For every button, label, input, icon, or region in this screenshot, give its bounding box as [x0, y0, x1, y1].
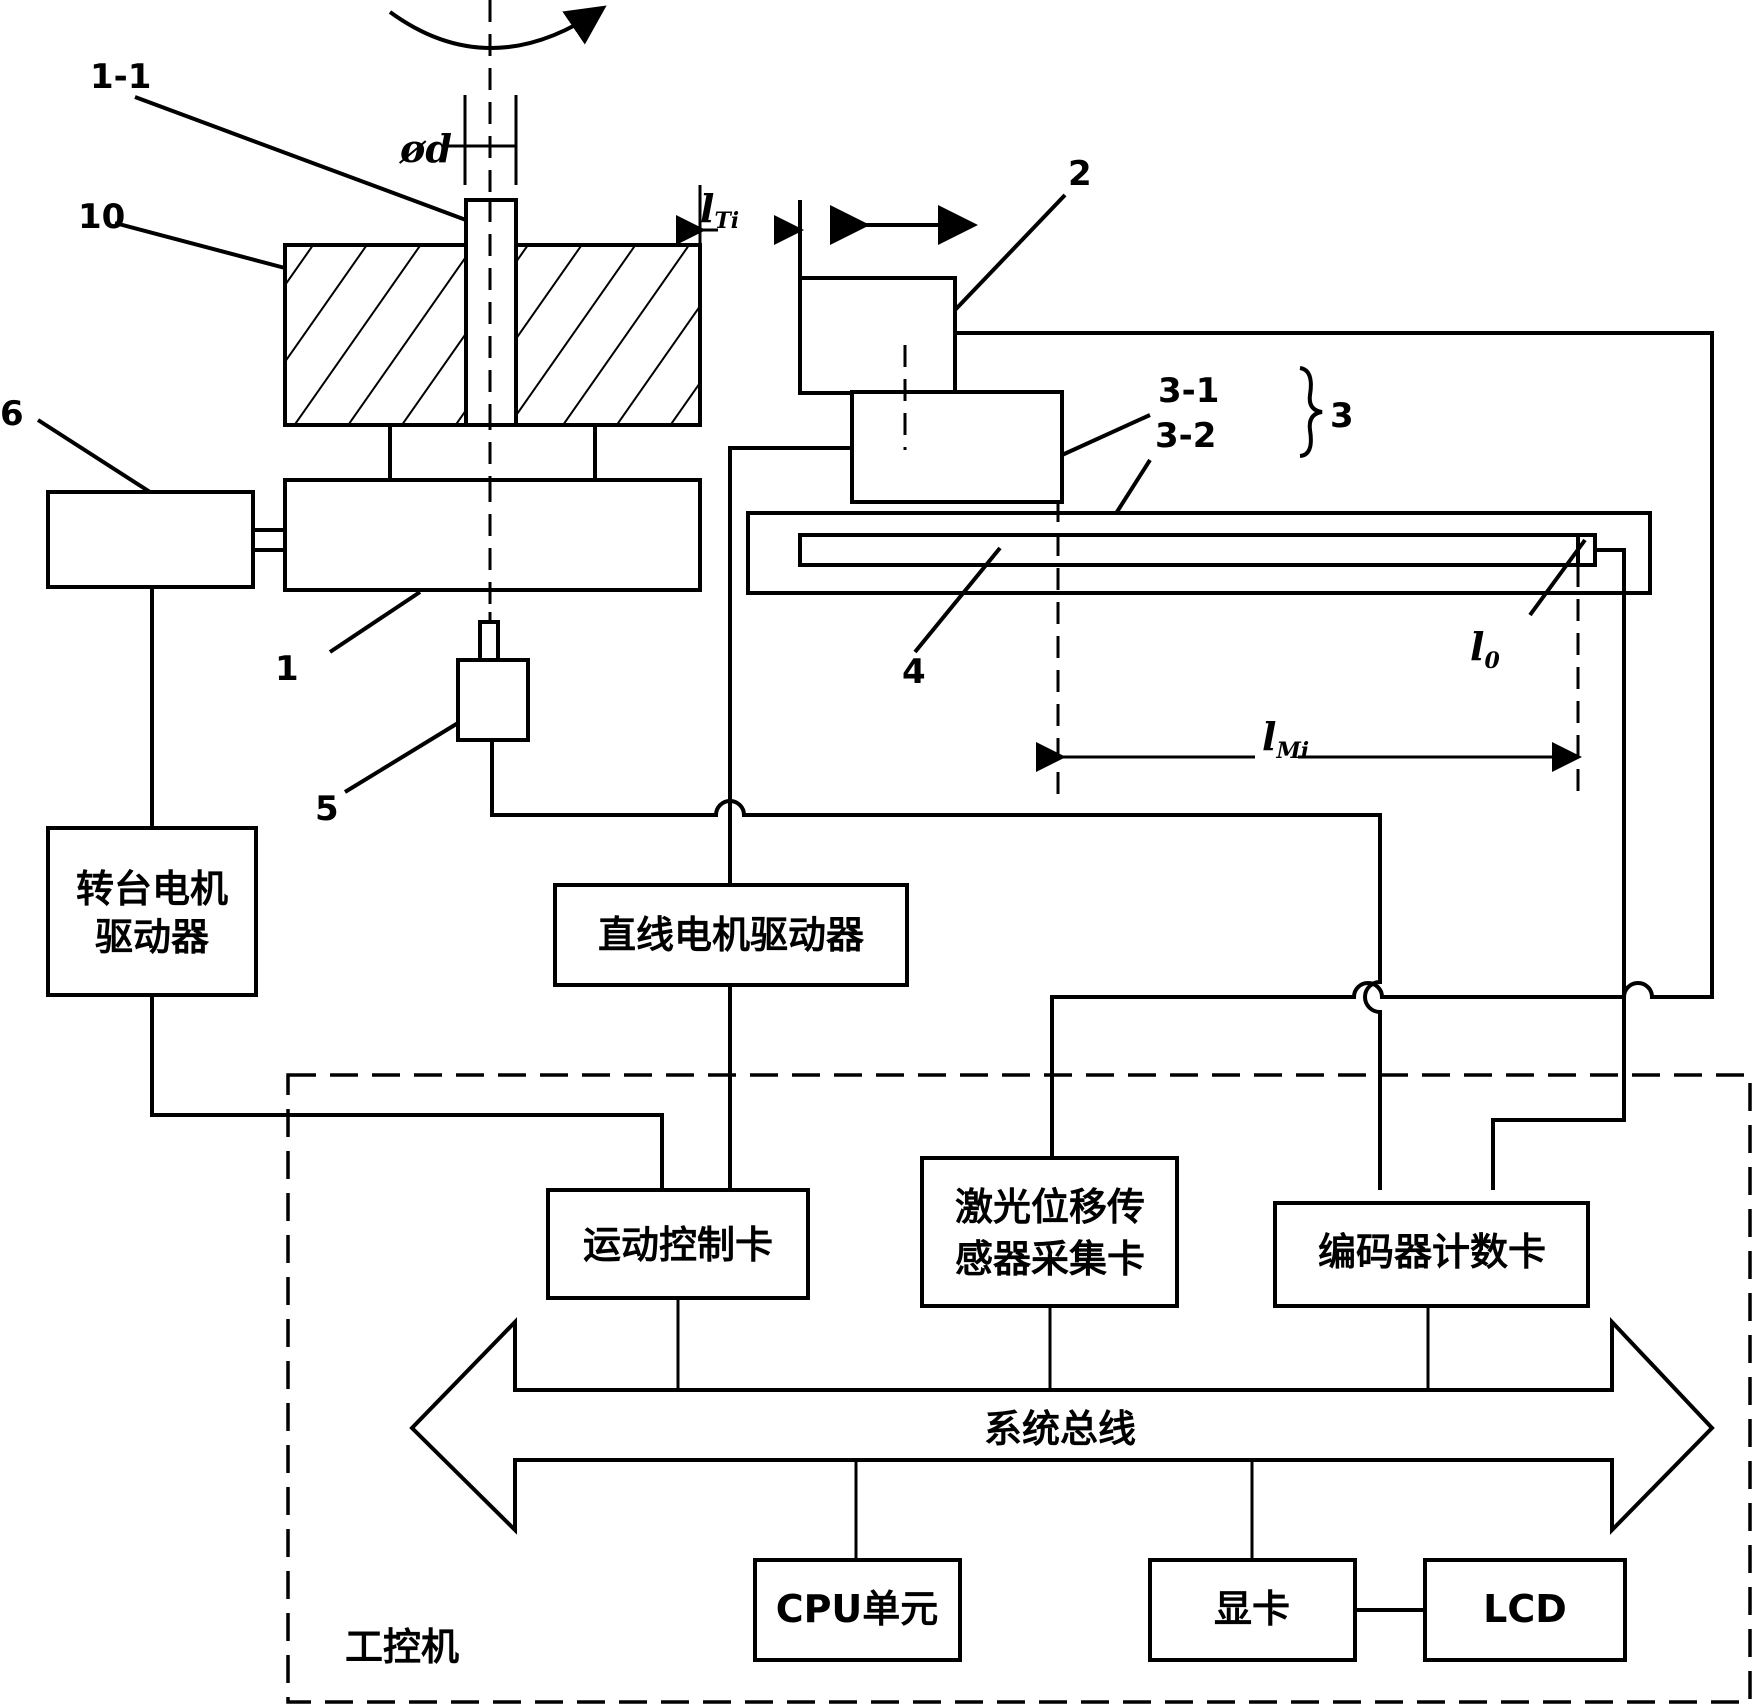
motor-6 [46, 490, 255, 589]
laser-sensor-card [920, 1156, 1179, 1308]
l0-label: l0 [1470, 624, 1500, 674]
rotation-arrow-icon [388, 5, 607, 50]
turntable-1 [283, 478, 702, 592]
leader-2 [953, 193, 1067, 312]
label-3-2: 3-2 [1155, 416, 1216, 456]
label-3: 3 [1330, 396, 1354, 436]
graphics-card-label: 显卡 [1214, 1587, 1290, 1631]
slider-3-1 [850, 390, 1064, 504]
wire-encoder-to-counter [490, 740, 1382, 1190]
label-10: 10 [78, 197, 125, 237]
lmi-label: lMi [1262, 714, 1309, 764]
cpu-unit-box [753, 1558, 962, 1662]
turntable-driver-label-1: 转台电机 [76, 867, 228, 911]
laser-card-label-2: 感器采集卡 [955, 1237, 1145, 1281]
brace-3 [1299, 366, 1323, 458]
linear-driver-label: 直线电机驱动器 [598, 913, 865, 957]
coupling [251, 528, 287, 552]
wire-sensor-to-laser-card [955, 331, 1714, 1190]
lti-label: lTi [700, 186, 739, 234]
leader-1 [328, 590, 422, 654]
label-4: 4 [902, 652, 926, 692]
leader-6 [36, 418, 152, 494]
industrial-pc-boundary [286, 1073, 1752, 1704]
laser-card-label-1: 激光位移传 [955, 1185, 1145, 1229]
wire-grating-to-counter [1491, 548, 1626, 1190]
leader-l0 [1528, 538, 1587, 617]
graphics-card-box [1148, 1558, 1357, 1662]
grating-scale-4 [798, 533, 1597, 567]
turntable-driver-box [46, 826, 258, 997]
turntable-driver-label-2: 驱动器 [95, 915, 210, 959]
lcd-label: LCD [1483, 1587, 1567, 1631]
encoder-counter-card [1273, 1201, 1590, 1308]
system-bus-arrow [409, 1316, 1715, 1535]
label-6: 6 [0, 394, 24, 434]
leader-3-2 [1113, 458, 1152, 517]
encoder-5 [456, 658, 530, 742]
label-1-1: 1-1 [90, 57, 151, 97]
leader-4 [913, 546, 1002, 654]
leader-5 [343, 721, 460, 794]
wire-slider-to-linear-driver [728, 446, 852, 885]
motion-control-card [546, 1188, 810, 1300]
label-1: 1 [275, 649, 299, 689]
wire-turntable-driver-to-motion-card [150, 995, 664, 1190]
sensor-head-2 [798, 276, 957, 395]
leader-3-1 [1061, 413, 1151, 457]
linear-driver-box [553, 883, 909, 987]
diameter-label: ød [399, 126, 452, 171]
label-5: 5 [315, 789, 339, 829]
lcd-box [1423, 1558, 1627, 1662]
encoder-card-label: 编码器计数卡 [1318, 1230, 1546, 1274]
encoder-shaft [478, 620, 500, 664]
leader-10 [114, 221, 286, 270]
label-3-1: 3-1 [1158, 371, 1219, 411]
reference-mark [1576, 533, 1597, 567]
label-2: 2 [1068, 154, 1092, 194]
cpu-unit-label: CPU单元 [776, 1587, 939, 1631]
leader-1-1 [134, 95, 467, 222]
system-bus-label: 系统总线 [984, 1407, 1136, 1451]
industrial-pc-label: 工控机 [345, 1625, 459, 1669]
motion-card-label: 运动控制卡 [583, 1223, 773, 1267]
